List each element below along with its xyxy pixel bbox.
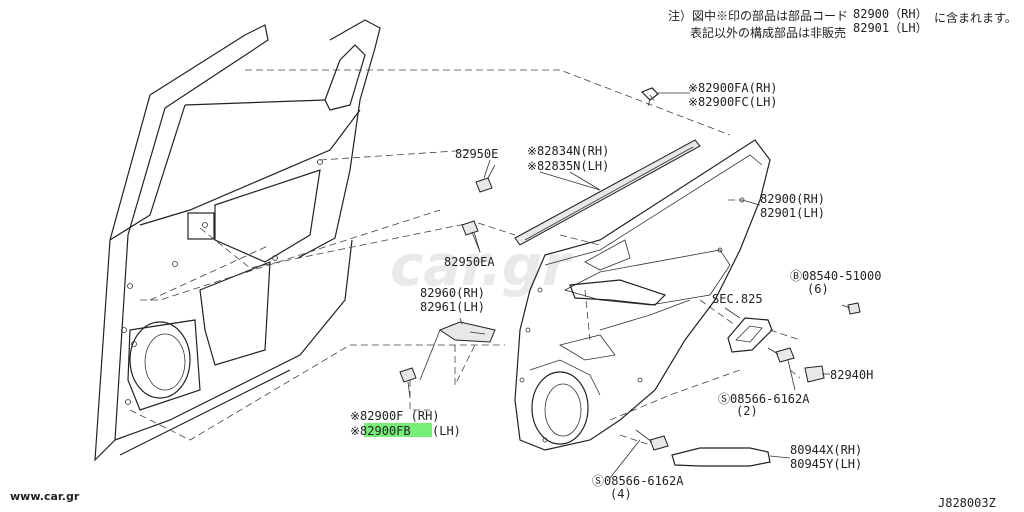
label-82950e: 82950E (455, 147, 498, 161)
label-sec825: SEC.825 (712, 292, 763, 306)
label-08540-qty: (6) (807, 282, 829, 296)
label-82900: 82900(RH) (760, 192, 825, 206)
label-82901: 82901(LH) (760, 206, 825, 220)
clip-82900fa (640, 87, 690, 107)
watermark-center: car.gr (390, 234, 573, 299)
label-08540: Ⓑ08540-51000 (790, 269, 881, 283)
label-82835n: ※82835N(LH) (527, 159, 609, 173)
moulding-strip-82834n (514, 139, 701, 246)
note-line2-a: 表記以外の構成部品は非販売 (690, 25, 846, 40)
note-line1-a: 注）図中※印の部品は部品コード (668, 8, 848, 23)
note-line2-b: 82901（LH） (853, 21, 928, 35)
label-82950ea: 82950EA (444, 255, 495, 269)
label-82900f: ※82900F (RH) (350, 409, 440, 423)
figure-code: J828003Z (938, 496, 996, 510)
door-trim-panel-82900 (514, 139, 771, 451)
label-82834n: ※82834N(RH) (527, 144, 609, 158)
label-08566-lower: Ⓢ08566-6162A (592, 474, 684, 488)
watermark-corner: www.car.gr (10, 490, 80, 503)
highlight-82900fb (364, 423, 432, 437)
door-inner-panel (94, 19, 381, 462)
label-82960: 82960(RH) (420, 286, 485, 300)
label-08566-lower-qty: (4) (610, 487, 632, 501)
note-text: 注）図中※印の部品は部品コード 82900（RH） に含まれます。 表記以外の構… (668, 7, 1017, 40)
label-08566-upper: Ⓢ08566-6162A (718, 392, 810, 406)
note-line1-b: 82900（RH） (853, 7, 928, 21)
clip-82900f (399, 367, 417, 399)
label-82900fc: ※82900FC(LH) (688, 95, 778, 109)
label-82940h: 82940H (830, 368, 873, 382)
label-80944x: 80944X(RH) (790, 443, 862, 457)
label-82961: 82961(LH) (420, 300, 485, 314)
leader-lines (419, 159, 830, 479)
screw-08566-lower (635, 429, 669, 451)
label-82900fb: ※82900FB (350, 424, 411, 438)
pull-handle-80944x (671, 447, 771, 467)
clip-82950e (475, 164, 496, 193)
cap-82940h (804, 365, 825, 383)
label-08566-upper-qty: (2) (736, 404, 758, 418)
screw-08566-upper (767, 347, 795, 363)
label-80945y: 80945Y(LH) (790, 457, 862, 471)
handle-escutcheon-sec825 (727, 317, 773, 353)
insert-82960 (438, 321, 496, 343)
label-82900fa: ※82900FA(RH) (688, 81, 778, 95)
note-line1-c: に含まれます。 (934, 10, 1017, 25)
label-82900fb-lh: (LH) (432, 424, 461, 438)
screw-08540 (841, 302, 861, 315)
